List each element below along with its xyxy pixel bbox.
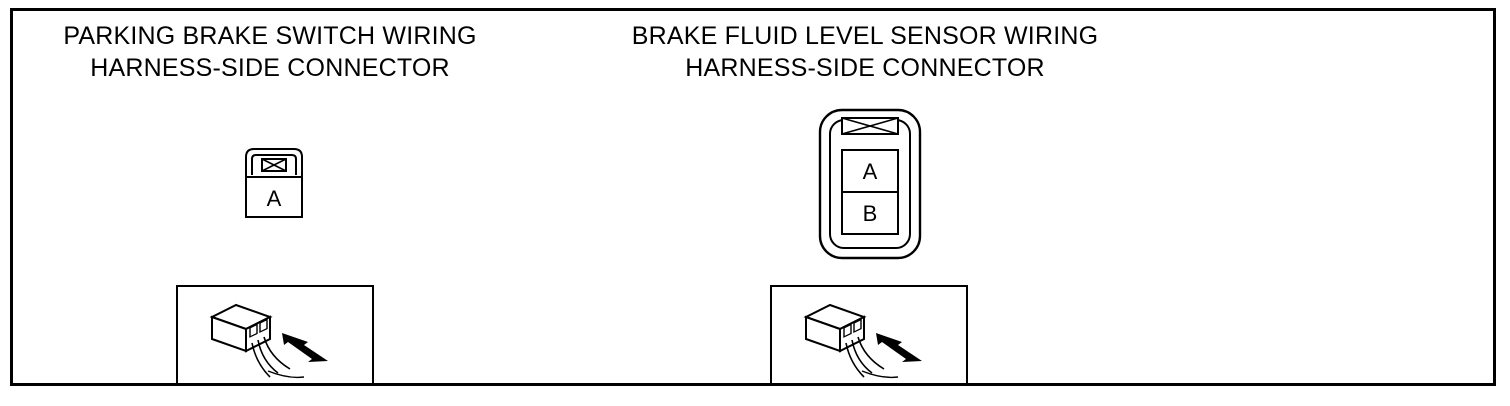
title-line-1: PARKING BRAKE SWITCH WIRING (63, 22, 477, 50)
view-arrow (876, 333, 922, 362)
harness-side-view-icon (803, 303, 922, 379)
connector-body (245, 176, 303, 218)
harness-side-view-box-right (770, 285, 968, 385)
pin-b-label: B (863, 201, 878, 226)
pin-a-cavity (841, 149, 899, 193)
parking-brake-connector-title: PARKING BRAKE SWITCH WIRING HARNESS-SIDE… (30, 20, 510, 84)
view-arrow (282, 333, 328, 362)
harness-side-view-icon (209, 303, 328, 379)
brake-fluid-connector: A B (818, 108, 922, 260)
pin-b-cavity (841, 191, 899, 235)
title-line-2: HARNESS-SIDE CONNECTOR (685, 54, 1045, 82)
title-line-2: HARNESS-SIDE CONNECTOR (90, 54, 450, 82)
harness-side-view-box-left (176, 285, 374, 385)
diagram-frame (10, 8, 1496, 386)
brake-fluid-connector-title: BRAKE FLUID LEVEL SENSOR WIRING HARNESS-… (590, 20, 1140, 84)
parking-brake-connector: A (245, 148, 303, 218)
pin-a-label: A (267, 186, 282, 211)
title-line-1: BRAKE FLUID LEVEL SENSOR WIRING (631, 22, 1099, 50)
connector-latch (245, 148, 303, 177)
pin-a-label: A (863, 159, 878, 184)
